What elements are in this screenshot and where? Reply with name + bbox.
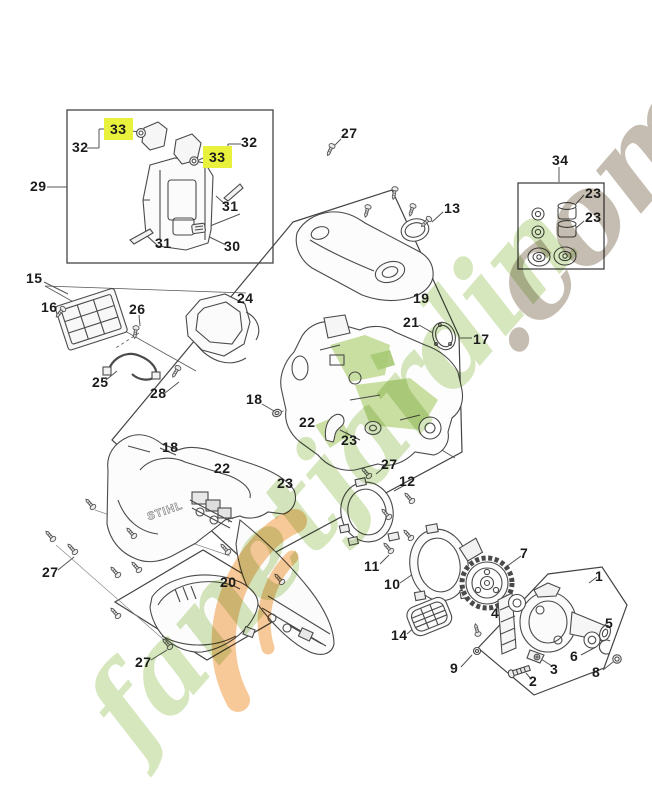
part-label-30: 30 (224, 238, 241, 254)
part-label-27: 27 (135, 654, 152, 670)
part-label-13: 13 (444, 200, 461, 216)
part-label-5: 5 (605, 615, 614, 631)
part-label-1: 1 (595, 568, 604, 584)
part-label-26: 26 (129, 301, 146, 317)
part-label-33: 33 (203, 146, 232, 168)
part-label-23: 23 (277, 475, 294, 491)
part-label-29: 29 (30, 178, 47, 194)
motor-assembly-1 (497, 582, 622, 679)
fastener-set-9 (472, 646, 482, 656)
part-label-12: 12 (399, 473, 416, 489)
bracket-22a (324, 413, 345, 443)
part-label-28: 28 (150, 385, 167, 401)
gasket-21 (432, 321, 456, 351)
adapter-ring-12 (338, 477, 400, 547)
part-label-24: 24 (237, 290, 254, 306)
guide-strip-31b (129, 228, 154, 245)
latch-bracket-left-32 (136, 121, 168, 151)
part-label-2: 2 (529, 673, 538, 689)
part-label-20: 20 (220, 574, 237, 590)
part-label-34: 34 (552, 152, 569, 168)
brake-internals (189, 491, 233, 529)
part-label-27: 27 (42, 564, 59, 580)
air-filter-15 (54, 288, 128, 351)
bushing-23-white (364, 420, 382, 436)
part-label-4: 4 (491, 605, 500, 621)
part-label-7: 7 (520, 545, 529, 561)
top-cover-19 (295, 211, 434, 301)
clip-30 (191, 222, 206, 235)
part-label-16: 16 (41, 299, 58, 315)
part-label-27: 27 (381, 456, 398, 472)
flywheel-7 (459, 555, 515, 611)
part-label-14: 14 (391, 627, 408, 643)
part-label-25: 25 (92, 374, 109, 390)
part-label-19: 19 (413, 290, 430, 306)
part-label-3: 3 (550, 661, 559, 677)
part-label-17: 17 (473, 331, 490, 347)
detail-box-1 (477, 566, 628, 696)
part-label-22: 22 (214, 460, 231, 476)
grommet-18a (272, 408, 282, 418)
part-label-23: 23 (585, 209, 602, 225)
part-label-9: 9 (450, 660, 459, 676)
carrier-frame-24 (185, 293, 260, 364)
part-label-11: 11 (364, 558, 380, 574)
part-label-10: 10 (384, 576, 401, 592)
part-label-31: 31 (222, 198, 239, 214)
intake-grille-14 (406, 596, 453, 637)
latch-bracket-right-32 (173, 133, 202, 166)
part-label-23: 23 (585, 185, 602, 201)
part-label-21: 21 (403, 314, 420, 330)
part-label-18: 18 (246, 391, 263, 407)
part-label-31: 31 (155, 235, 172, 251)
bushing-kit-34 (527, 202, 577, 267)
part-label-15: 15 (26, 270, 43, 286)
part-label-23: 23 (341, 432, 358, 448)
part-label-6: 6 (570, 648, 579, 664)
part-label-18: 18 (162, 439, 179, 455)
part-label-32: 32 (241, 134, 258, 150)
part-label-8: 8 (592, 664, 601, 680)
part-label-22: 22 (299, 414, 316, 430)
guide-strip-31a (223, 183, 244, 202)
part-label-27: 27 (341, 125, 358, 141)
detail-box-34 (517, 182, 605, 270)
part-label-32: 32 (72, 139, 89, 155)
part-label-33: 33 (104, 118, 133, 140)
wiring-harness-25 (102, 352, 161, 381)
